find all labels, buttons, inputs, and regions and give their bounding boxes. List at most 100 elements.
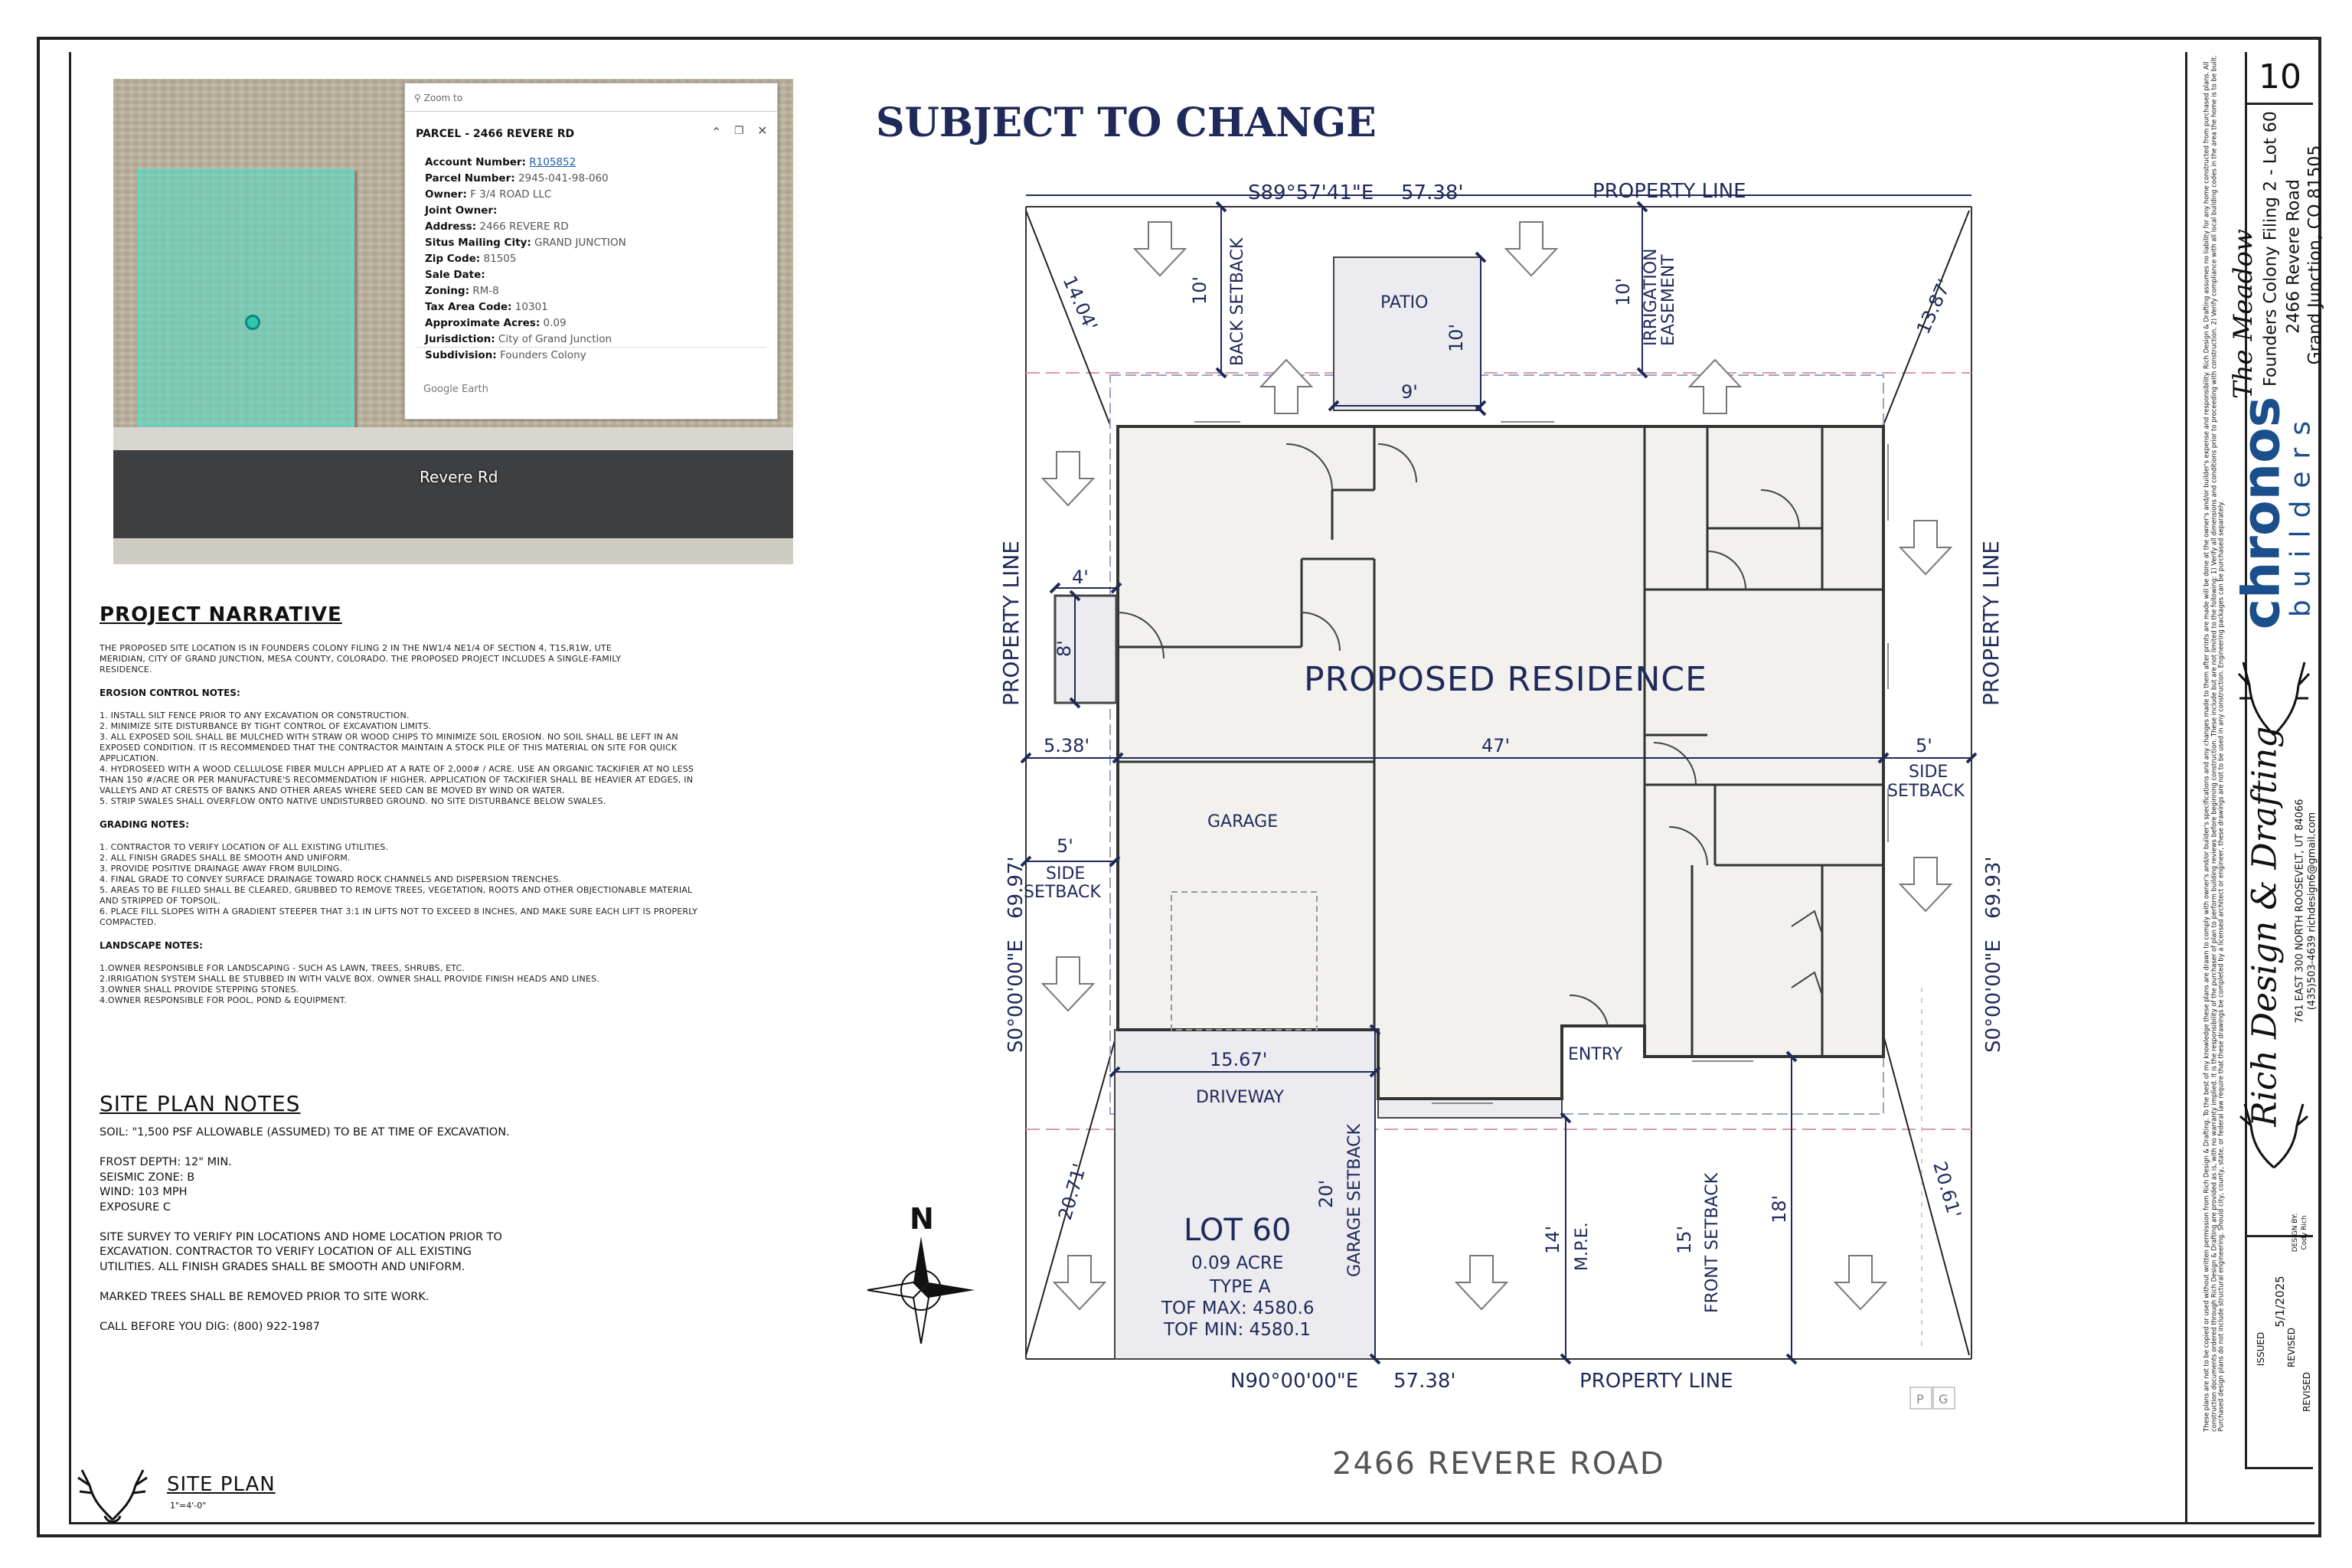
right-side-label: SIDE [1909,763,1948,782]
left-property-line: PROPERTY LINE [998,541,1024,706]
site-note-line: EXCAVATION. CONTRACTOR TO VERIFY LOCATIO… [100,1246,472,1258]
parcel-marker [245,315,260,330]
site-notes-title: SITE PLAN NOTES [100,1091,301,1116]
address-label: 2466 REVERE ROAD [1332,1446,1665,1481]
narrative-note: 2. ALL FINISH GRADES SHALL BE SMOOTH AND… [100,853,351,863]
narrative-note: 4.OWNER RESPONSIBLE FOR POOL, POND & EQU… [100,995,348,1005]
popup-field-label: Owner: [425,188,467,201]
dim-diag-tl: 14.04' [1059,273,1102,334]
issued-label: ISSUED [2256,1331,2266,1367]
narrative-note: 2. MINIMIZE SITE DISTURBANCE BY TIGHT CO… [100,721,432,731]
popup-title: PARCEL - 2466 REVERE RD [416,128,575,140]
top-frontage: 57.38' [1401,181,1464,204]
narrative-note: 3.OWNER SHALL PROVIDE STEPPING STONES. [100,985,299,995]
popup-field-label: Account Number: [425,156,526,168]
zoom-to-link[interactable]: ⚲ Zoom to [414,93,463,103]
popup-field-label: Approximate Acres: [425,317,541,329]
disclaimer: These plans are not to be copied or used… [2202,55,2225,1432]
sheet-inner-border [69,52,2314,1524]
narrative-note: 6. PLACE FILL SLOPES WITH A GRADIENT STE… [100,906,697,927]
elk-logo-icon [70,1455,155,1524]
site-note-line: WIND: 103 MPH [100,1186,188,1198]
popup-field: Tax Area Code: 10301 [425,299,769,315]
tof-min: TOF MIN: 4580.1 [1163,1320,1311,1340]
narrative-note: 5. STRIP SWALES SHALL OVERFLOW ONTO NATI… [100,796,606,806]
dim-house-w: 47' [1481,735,1510,756]
revised-label-2: REVISED [2301,1371,2312,1413]
marker-p: P [1916,1392,1924,1406]
narrative-note: 5. AREAS TO BE FILLED SHALL BE CLEARED, … [100,885,693,906]
dim-left: 5.38' [1044,735,1089,756]
dim-bump-h: 8' [1054,640,1075,657]
driveway-label: DRIVEWAY [1196,1088,1285,1107]
lot-acres: 0.09 ACRE [1191,1253,1283,1273]
narrative-note: 3. ALL EXPOSED SOIL SHALL BE MULCHED WIT… [100,732,678,763]
grade-markers [1909,988,1955,1410]
lot-type: TYPE A [1209,1277,1271,1297]
sheet-frame [37,37,2321,1537]
popup-field: Joint Owner: [425,203,769,219]
dim-patio-d: 10' [1446,324,1467,352]
collapse-icon[interactable]: ⌃ [711,125,722,139]
marker-g: G [1939,1392,1948,1406]
popup-field: Zip Code: 81505 [425,251,769,267]
project-city: Grand Junction, CO 81505 [2305,145,2325,365]
popup-field-label: Parcel Number: [425,172,515,185]
design-by: Cody Rich [2301,1215,2308,1250]
right-bearing: S0°00'00"E [1982,939,2005,1053]
popup-field-value: City of Grand Junction [498,333,612,345]
elk-mark-icon [2236,1095,2312,1171]
designer-name: Rich Design & Drafting [2245,726,2285,1127]
popup-field: Parcel Number: 2945-041-98-060 [425,171,769,187]
sheet-number-cell: 10 [2245,52,2313,105]
popup-field-value: GRAND JUNCTION [534,237,626,249]
narrative-body: THE PROPOSED SITE LOCATION IS IN FOUNDER… [100,643,622,675]
dim-bump-w: 4' [1072,567,1089,588]
site-plan-notes: SITE PLAN NOTES SOIL: "1,500 PSF ALLOWAB… [100,1091,712,1334]
revised-label-1: REVISED [2286,1327,2297,1368]
site-note-line: SEISMIC ZONE: B [100,1171,195,1184]
popup-field: Subdivision: Founders Colony [425,348,769,364]
dim-garage-sb: 20' [1315,1180,1337,1208]
dim-eighteen: 18' [1769,1195,1790,1223]
project-street: 2466 Revere Road [2284,179,2304,334]
popup-field-label: Subdivision: [425,349,497,361]
lot-name: LOT 60 [1184,1213,1291,1248]
narrative-section-title: GRADING NOTES: [100,819,189,830]
corner-diagonals [1025,210,1970,1356]
parcel-highlight [138,169,354,426]
bump-out [1054,594,1118,704]
narrative-note: 2.IRRIGATION SYSTEM SHALL BE STUBBED IN … [100,974,599,984]
mpe-label: M.P.E. [1573,1222,1592,1271]
entry-label: ENTRY [1568,1045,1623,1064]
narrative-note: 4. HYDROSEED WITH A WOOD CELLULOSE FIBER… [100,764,694,795]
popup-field: Sale Date: [425,267,769,283]
site-note-line: UTILITIES. ALL FINISH GRADES SHALL BE SM… [100,1260,466,1273]
patio-label: PATIO [1380,293,1428,312]
dim-diag-bl: 20.71' [1054,1161,1091,1223]
bottom-frontage: 57.38' [1393,1370,1456,1393]
popup-field-label: Address: [425,220,477,233]
site-note-line: SOIL: "1,500 PSF ALLOWABLE (ASSUMED) TO … [100,1126,510,1138]
narrative-note: 3. PROVIDE POSITIVE DRAINAGE AWAY FROM B… [100,864,343,874]
north-label: N [910,1202,934,1236]
tof-max: TOF MAX: 4580.6 [1161,1298,1315,1318]
dock-icon[interactable]: ❐ [734,125,744,137]
account-number-link[interactable]: R105852 [529,156,577,168]
popup-field-label: Zoning: [425,285,469,297]
designer-logo-icon [2236,651,2312,743]
bottom-property-line: PROPERTY LINE [1579,1370,1733,1393]
popup-field-label: Joint Owner: [425,204,498,217]
driveway [1114,1029,1376,1360]
garage-label: GARAGE [1207,812,1278,831]
site-plan-title: SITE PLAN [167,1473,276,1496]
popup-field-label: Zip Code: [425,253,481,265]
issue-table [2245,1233,2313,1469]
popup-field-label: Jurisdiction: [425,333,495,345]
north-arrow-icon [867,1236,975,1344]
close-icon[interactable]: ✕ [757,123,768,138]
builder-brand-name: chronos [2231,396,2292,630]
windows [1194,421,1889,1104]
dim-drive-w: 15.67' [1210,1049,1267,1070]
